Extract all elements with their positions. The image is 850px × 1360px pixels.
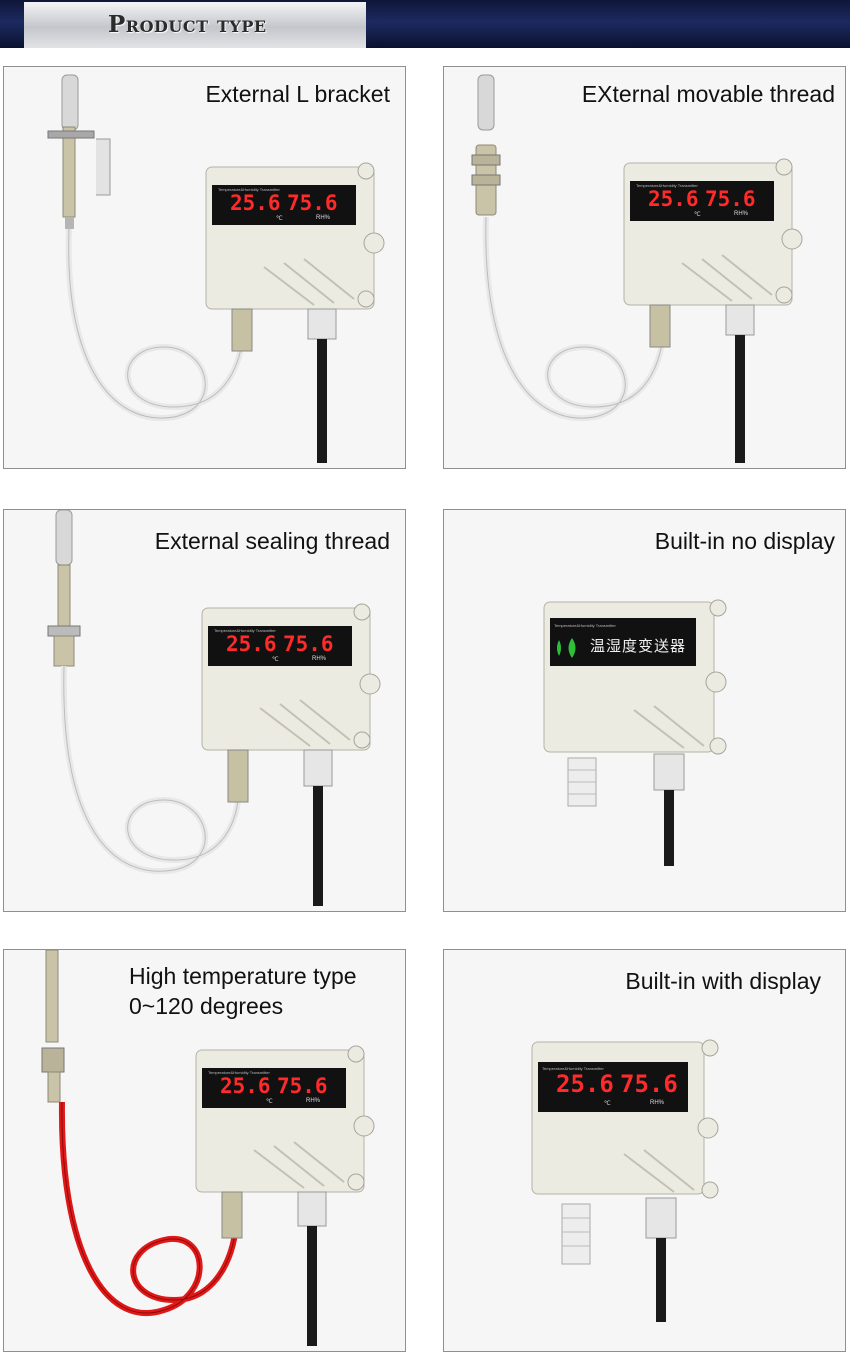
page-title: Product type [108, 11, 267, 38]
product-type-label-line-1: High temperature type [129, 963, 357, 989]
product-type-label: Built-in with display [625, 968, 821, 994]
temperature-unit: ℃ [276, 216, 283, 222]
temperature-unit: ℃ [694, 212, 701, 218]
humidity-readout: 75.6 [620, 1070, 678, 1098]
product-card-external-movable-thread: Temperature&Humidity Transmitter EXterna… [443, 66, 846, 469]
product-type-label-line-2: 0~120 degrees [129, 993, 284, 1019]
product-type-label: EXternal movable thread [581, 81, 835, 107]
temperature-unit: ℃ [604, 1101, 611, 1107]
product-illustration: Temperature&Humidity Transmitter [47, 74, 385, 463]
product-type-label: Built-in no display [654, 528, 835, 554]
svg-text:Temperature&Humidity Transmitt: Temperature&Humidity Transmitter [636, 183, 698, 188]
svg-text:Temperature&Humidity Transmitt: Temperature&Humidity Transmitter [542, 1066, 604, 1071]
product-card-external-l-bracket: Temperature&Humidity Transmitter Externa… [3, 66, 406, 469]
product-illustration: Temperature&Humidity Transmitter [531, 1039, 719, 1322]
product-illustration: Temperature&Humidity Transmitter [471, 74, 803, 463]
humidity-unit: RH% [312, 656, 327, 662]
temperature-readout: 25.6 [220, 1074, 271, 1098]
product-illustration: Temperature&Humidity Transmitter [41, 950, 375, 1346]
product-card-high-temperature: Temperature&Humidity Transmitter High te… [3, 949, 406, 1352]
product-card-built-in-no-display: Temperature&Humidity Transmitter Built-i… [443, 509, 846, 912]
product-type-label: External L bracket [205, 81, 390, 107]
temperature-readout: 25.6 [230, 191, 281, 215]
humidity-readout: 75.6 [705, 187, 756, 211]
temperature-readout: 25.6 [556, 1070, 614, 1098]
humidity-unit: RH% [316, 215, 331, 221]
humidity-unit: RH% [650, 1100, 665, 1106]
humidity-readout: 75.6 [277, 1074, 328, 1098]
product-card-external-sealing-thread: Temperature&Humidity Transmitter Externa… [3, 509, 406, 912]
temperature-unit: ℃ [266, 1099, 273, 1105]
temperature-readout: 25.6 [648, 187, 699, 211]
temperature-unit: ℃ [272, 657, 279, 663]
product-illustration: Temperature&Humidity Transmitter [543, 599, 727, 866]
temperature-readout: 25.6 [226, 632, 277, 656]
svg-text:Temperature&Humidity Transmitt: Temperature&Humidity Transmitter [218, 187, 280, 192]
nameplate-text: 温湿度变送器 [590, 637, 687, 655]
product-illustration: Temperature&Humidity Transmitter [47, 510, 381, 906]
svg-text:Temperature&Humidity Transmitt: Temperature&Humidity Transmitter [554, 623, 616, 628]
svg-text:Temperature&Humidity Transmitt: Temperature&Humidity Transmitter [214, 628, 276, 633]
header-bar: Product type [0, 0, 850, 48]
humidity-readout: 75.6 [287, 191, 338, 215]
humidity-unit: RH% [734, 211, 749, 217]
svg-text:Temperature&Humidity Transmitt: Temperature&Humidity Transmitter [208, 1070, 270, 1075]
product-type-label: External sealing thread [154, 528, 390, 554]
humidity-readout: 75.6 [283, 632, 334, 656]
header-tab: Product type [24, 2, 366, 48]
humidity-unit: RH% [306, 1098, 321, 1104]
product-card-built-in-with-display: Temperature&Humidity Transmitter Built-i… [443, 949, 846, 1352]
